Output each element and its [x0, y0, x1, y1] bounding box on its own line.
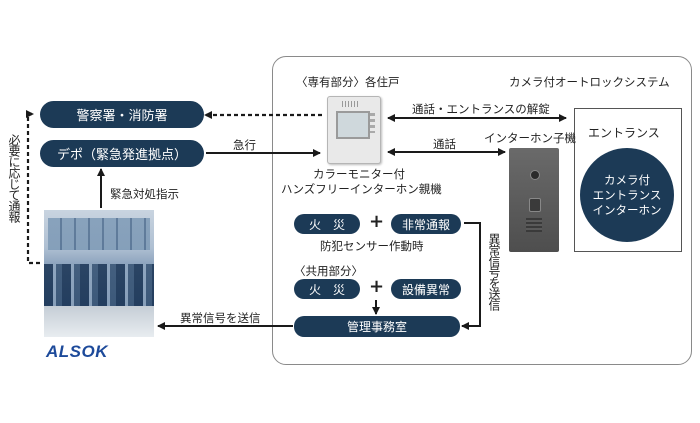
monitor-screen [336, 111, 370, 139]
common-area-label: 〈共用部分〉 [294, 264, 363, 278]
police-fire-node: 警察署・消防署 [40, 101, 204, 128]
autolock-system-label: カメラ付オートロックシステム [509, 75, 670, 89]
camera-lens-icon [530, 170, 540, 180]
alarm-vertical-line [461, 222, 481, 330]
building-panel [272, 56, 692, 365]
call-button-icon [529, 198, 541, 212]
intercom-master-device [327, 96, 381, 164]
entrance-box-title: エントランス [588, 126, 660, 140]
monitor-caption-1: カラーモニター付 [313, 167, 405, 181]
send-alarm-vertical-label: 異常信号を送信 [487, 233, 501, 310]
management-office-node: 管理事務室 [294, 316, 460, 337]
video-wall [48, 218, 150, 250]
speaker-grille-icon [526, 218, 542, 232]
private-area-label: 〈専有部分〉各住戸 [296, 75, 400, 89]
depot-node: デポ（緊急発進拠点） [40, 140, 204, 167]
call-label: 通話 [433, 137, 456, 151]
alsok-logo: ALSOK [46, 342, 108, 361]
equipment-fault-node: 設備異常 [391, 279, 461, 299]
desk-row [44, 306, 154, 337]
emergency-report-node: 非常通報 [391, 214, 461, 234]
fire-node-2: 火 災 [294, 279, 360, 299]
speaker-grille-icon [342, 101, 360, 107]
monitor-caption-2: ハンズフリーインターホン親機 [281, 182, 442, 196]
control-center-photo [44, 210, 154, 337]
operator-desks [44, 264, 154, 314]
as-needed-report-label: 必要に応じて通報 [7, 134, 21, 222]
fire-node-1: 火 災 [294, 214, 360, 234]
plus-icon: + [369, 211, 385, 232]
plus-icon: + [369, 276, 385, 297]
rush-label: 急行 [233, 138, 256, 152]
call-unlock-label: 通話・エントランスの解錠 [412, 102, 550, 116]
emergency-instruction-label: 緊急対処指示 [110, 187, 179, 201]
dashed-report-line [26, 110, 40, 265]
device-buttons [370, 113, 375, 133]
send-alarm-horizontal-label: 異常信号を送信 [180, 311, 261, 325]
entrance-intercom-node: カメラ付 エントランス インターホン [580, 148, 674, 242]
crime-sensor-label: 防犯センサー作動時 [320, 239, 424, 253]
intercom-sub-label: インターホン子機 [484, 131, 576, 145]
intercom-sub-device [509, 148, 559, 252]
